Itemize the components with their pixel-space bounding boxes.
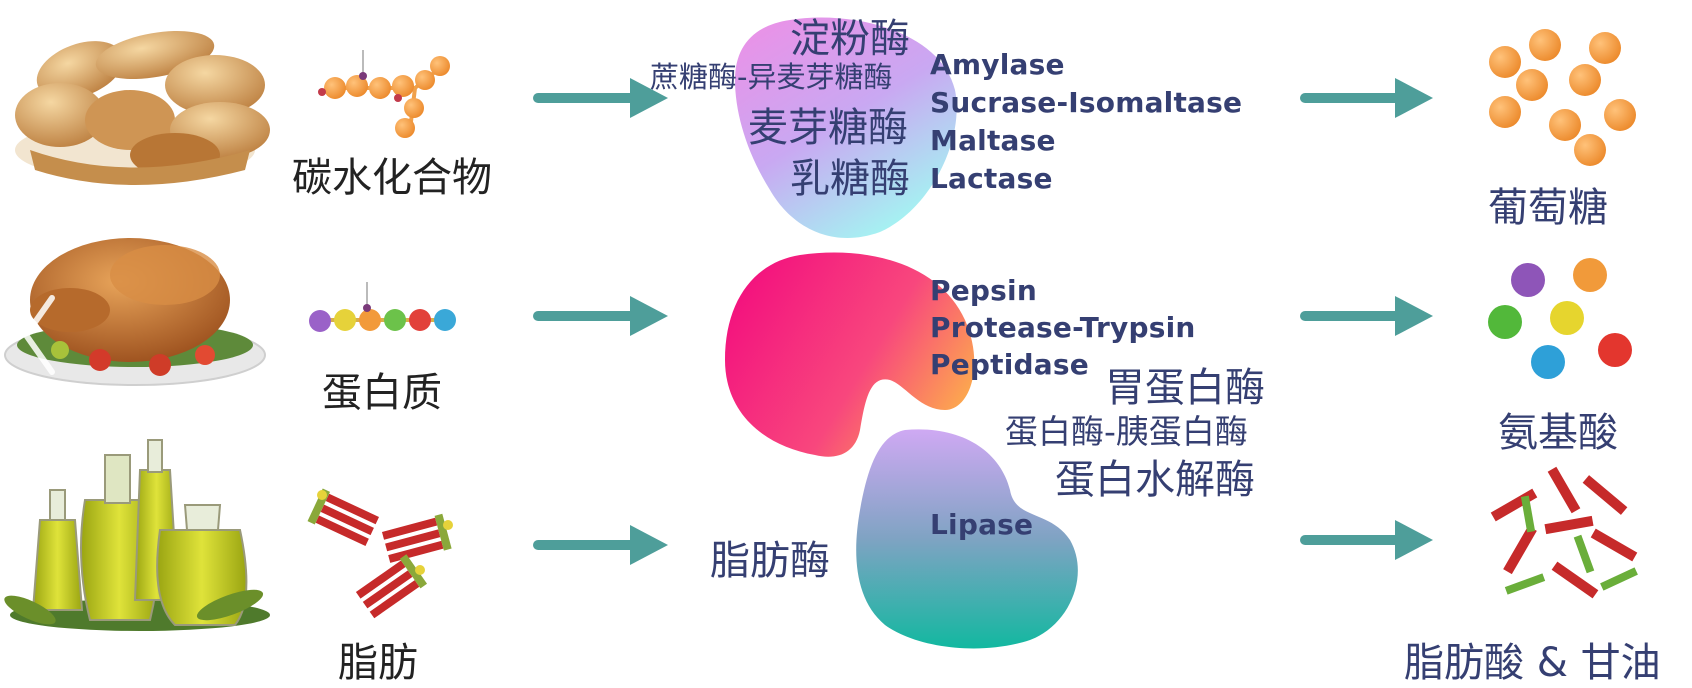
arrow-carb-out bbox=[1300, 78, 1433, 118]
protein-molecule-icon bbox=[309, 282, 456, 332]
fat-enzyme-blob bbox=[856, 429, 1078, 649]
protein-label: 蛋白质 bbox=[322, 370, 442, 416]
arrow-protein-out bbox=[1300, 296, 1433, 336]
carb-enzyme-en-3: Maltase bbox=[930, 124, 1056, 157]
arrow-fat-out bbox=[1300, 520, 1433, 560]
protein-enzyme-en-3: Peptidase bbox=[930, 348, 1089, 381]
olive-oil-image bbox=[4, 439, 270, 631]
glucose-label: 葡萄糖 bbox=[1488, 185, 1608, 231]
carousel-next-button[interactable] bbox=[1626, 290, 1672, 380]
protein-enzyme-cn-1: 胃蛋白酶 bbox=[1105, 365, 1265, 411]
carb-enzyme-en-2: Sucrase-Isomaltase bbox=[930, 86, 1243, 119]
protein-enzyme-cn-2: 蛋白酶-胰蛋白酶 bbox=[1005, 412, 1248, 451]
glucose-icon bbox=[1489, 29, 1636, 166]
arrow-protein-in bbox=[533, 296, 668, 336]
carb-enzyme-cn-3: 麦芽糖酶 bbox=[748, 105, 908, 151]
protein-enzyme-en-1: Pepsin bbox=[930, 274, 1037, 307]
fat-enzyme-en: Lipase bbox=[930, 508, 1034, 541]
carousel-prev-button[interactable] bbox=[16, 290, 62, 380]
carb-enzyme-en-4: Lactase bbox=[930, 162, 1053, 195]
chevron-right-icon bbox=[1633, 295, 1665, 375]
protein-enzyme-cn-3: 蛋白水解酶 bbox=[1055, 457, 1255, 503]
carb-enzyme-blob bbox=[735, 17, 957, 238]
carbohydrate-molecule-icon bbox=[318, 50, 450, 138]
carb-enzyme-cn-4: 乳糖酶 bbox=[790, 156, 910, 202]
fat-label: 脂肪 bbox=[338, 640, 418, 686]
carbohydrate-label: 碳水化合物 bbox=[292, 155, 492, 201]
bread-image bbox=[15, 30, 270, 185]
arrow-fat-in bbox=[533, 525, 668, 565]
arrow-carb-in bbox=[533, 78, 668, 118]
fatty-acid-glycerol-label: 脂肪酸 & 甘油 bbox=[1404, 640, 1661, 686]
protein-enzyme-en-2: Protease-Trypsin bbox=[930, 311, 1196, 344]
amino-acid-label: 氨基酸 bbox=[1498, 410, 1618, 456]
fat-molecule-icon bbox=[307, 488, 453, 619]
carb-enzyme-en-1: Amylase bbox=[930, 48, 1065, 81]
chevron-left-icon bbox=[23, 295, 55, 375]
fat-enzyme-cn: 脂肪酶 bbox=[710, 538, 830, 584]
amino-acid-icon bbox=[1488, 258, 1632, 379]
carb-enzyme-cn-1: 淀粉酶 bbox=[790, 16, 910, 62]
turkey-image bbox=[4, 238, 266, 386]
fatty-acid-glycerol-icon bbox=[1490, 466, 1638, 599]
protein-enzyme-blob bbox=[725, 252, 975, 457]
carb-enzyme-cn-2: 蔗糖酶-异麦芽糖酶 bbox=[650, 60, 893, 94]
